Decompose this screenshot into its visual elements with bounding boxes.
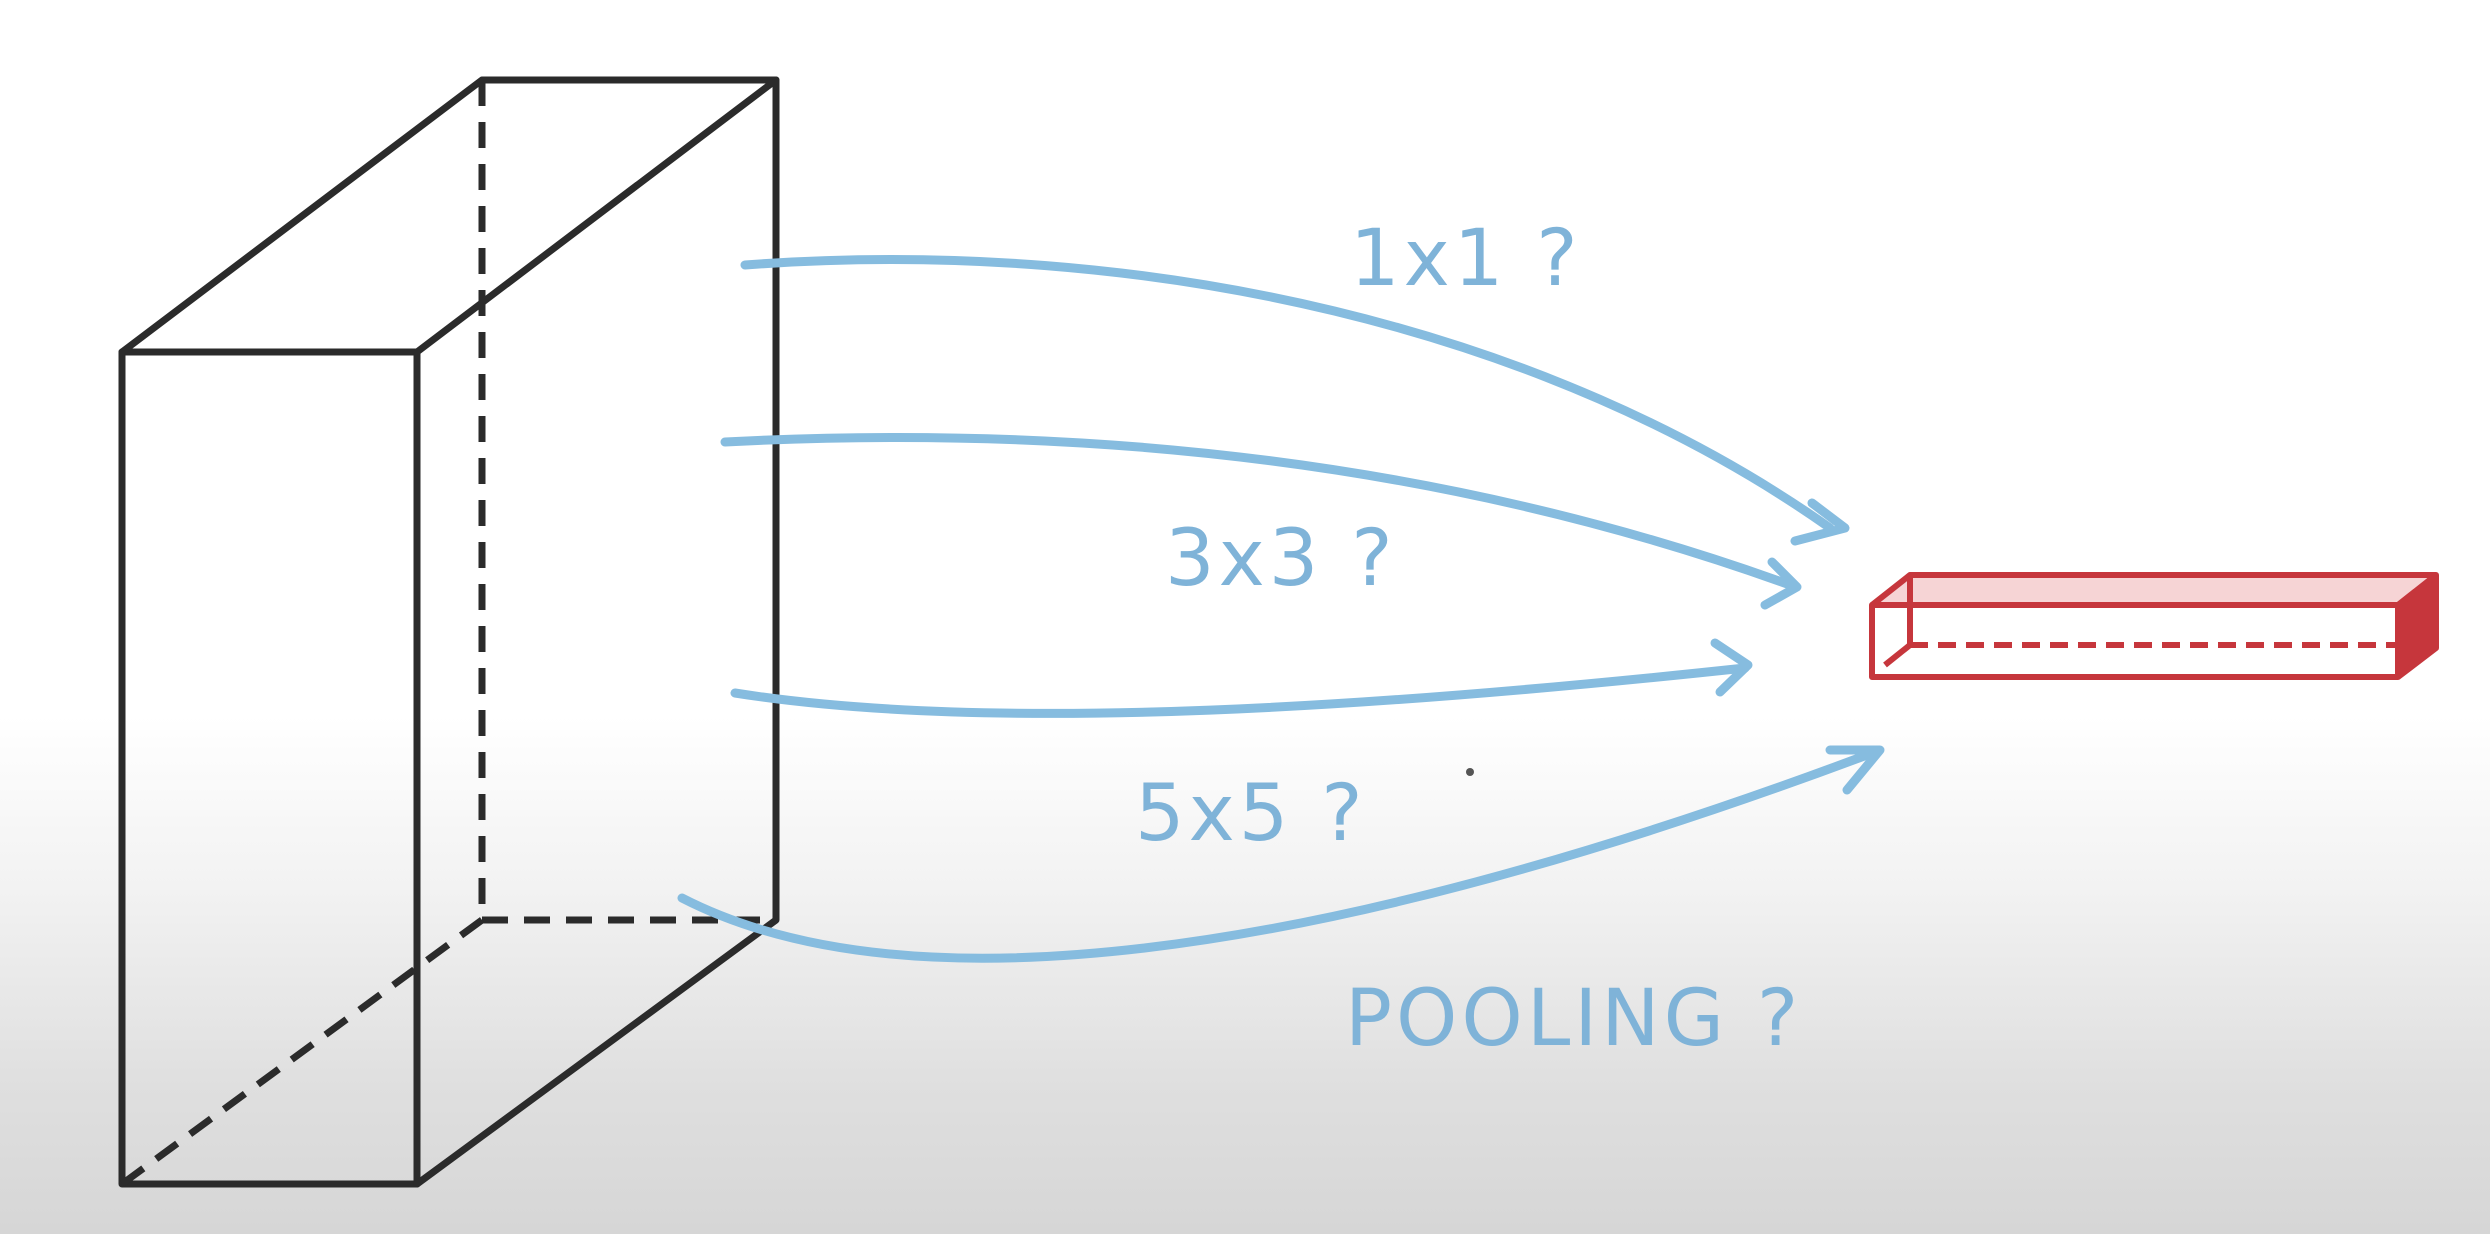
output-volume-right-face — [2396, 575, 2439, 680]
arrow-pooling-head — [1825, 745, 1885, 795]
input-volume-hidden-depth-edge — [119, 917, 485, 1187]
arrow-pooling — [677, 745, 1885, 963]
arrow-1x1-shaft — [740, 255, 1835, 533]
output-volume — [1869, 572, 2439, 680]
input-volume-top-face — [118, 76, 780, 356]
output-volume-front-face — [1869, 602, 2401, 680]
input-volume — [118, 76, 780, 1188]
arrow-5x5-shaft — [730, 663, 1750, 718]
arrow-1x1 — [740, 255, 1850, 546]
arrow-5x5-head — [1710, 638, 1753, 697]
output-volume-hidden-depth-edge — [1883, 642, 1912, 668]
stray-dot — [1466, 768, 1474, 776]
label-5x5: 5x5 ? — [1135, 769, 1367, 859]
arrow-3x3 — [720, 432, 1802, 610]
output-volume-top-fill — [1872, 575, 2436, 605]
label-1x1: 1x1 ? — [1350, 214, 1582, 304]
arrow-3x3-shaft — [720, 432, 1795, 590]
label-pooling: POOLING ? — [1345, 974, 1802, 1064]
input-volume-front-face — [118, 348, 421, 1188]
output-volume-top-face — [1870, 572, 2439, 608]
arrow-pooling-shaft — [677, 747, 1880, 963]
input-volume-right-face — [413, 76, 780, 1188]
label-3x3: 3x3 ? — [1165, 514, 1397, 604]
arrow-5x5 — [730, 638, 1753, 718]
arrow-3x3-head — [1760, 557, 1802, 610]
arrow-1x1-head — [1790, 498, 1850, 546]
